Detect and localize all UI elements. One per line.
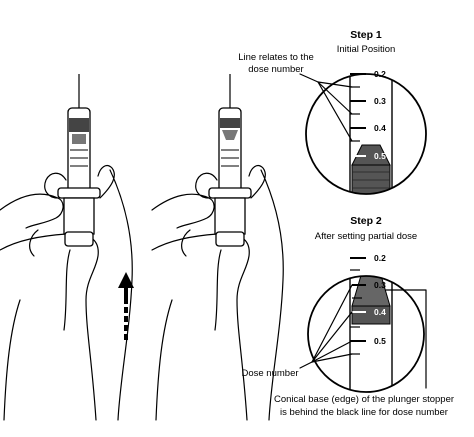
step2-tick-label: 0.4	[374, 307, 386, 317]
step1-subtitle: Initial Position	[337, 44, 396, 55]
upward-arrow-icon	[118, 272, 134, 340]
step1-magnifier: 0.2 0.3 0.4 0.5	[299, 69, 427, 195]
step2-tick-label: 0.3	[374, 280, 386, 290]
dose-number-callout: Dose number	[241, 368, 298, 379]
step1-tick-label: 0.2	[374, 69, 386, 79]
step1-callout-line1: Line relates to the	[238, 52, 314, 63]
step2-tick-label: 0.2	[374, 253, 386, 263]
step2-tick-label: 0.5	[374, 336, 386, 346]
conical-base-callout-line1: Conical base (edge) of the plunger stopp…	[274, 394, 454, 405]
step1-tick-label: 0.3	[374, 96, 386, 106]
step1-tick-label: 0.4	[374, 123, 386, 133]
step2-subtitle: After setting partial dose	[315, 231, 417, 242]
step1-tick-label: 0.5	[374, 151, 386, 161]
right-hand-syringe-illustration	[151, 74, 284, 421]
step2-title: Step 2	[350, 215, 382, 227]
step1-title: Step 1	[350, 29, 382, 41]
step2-magnifier: 0.2 0.3 0.4 0.5	[299, 253, 427, 393]
left-hand-syringe-illustration	[0, 74, 133, 421]
conical-base-callout-line2: is behind the black line for dose number	[280, 407, 448, 418]
step1-callout-line2: dose number	[248, 64, 303, 75]
